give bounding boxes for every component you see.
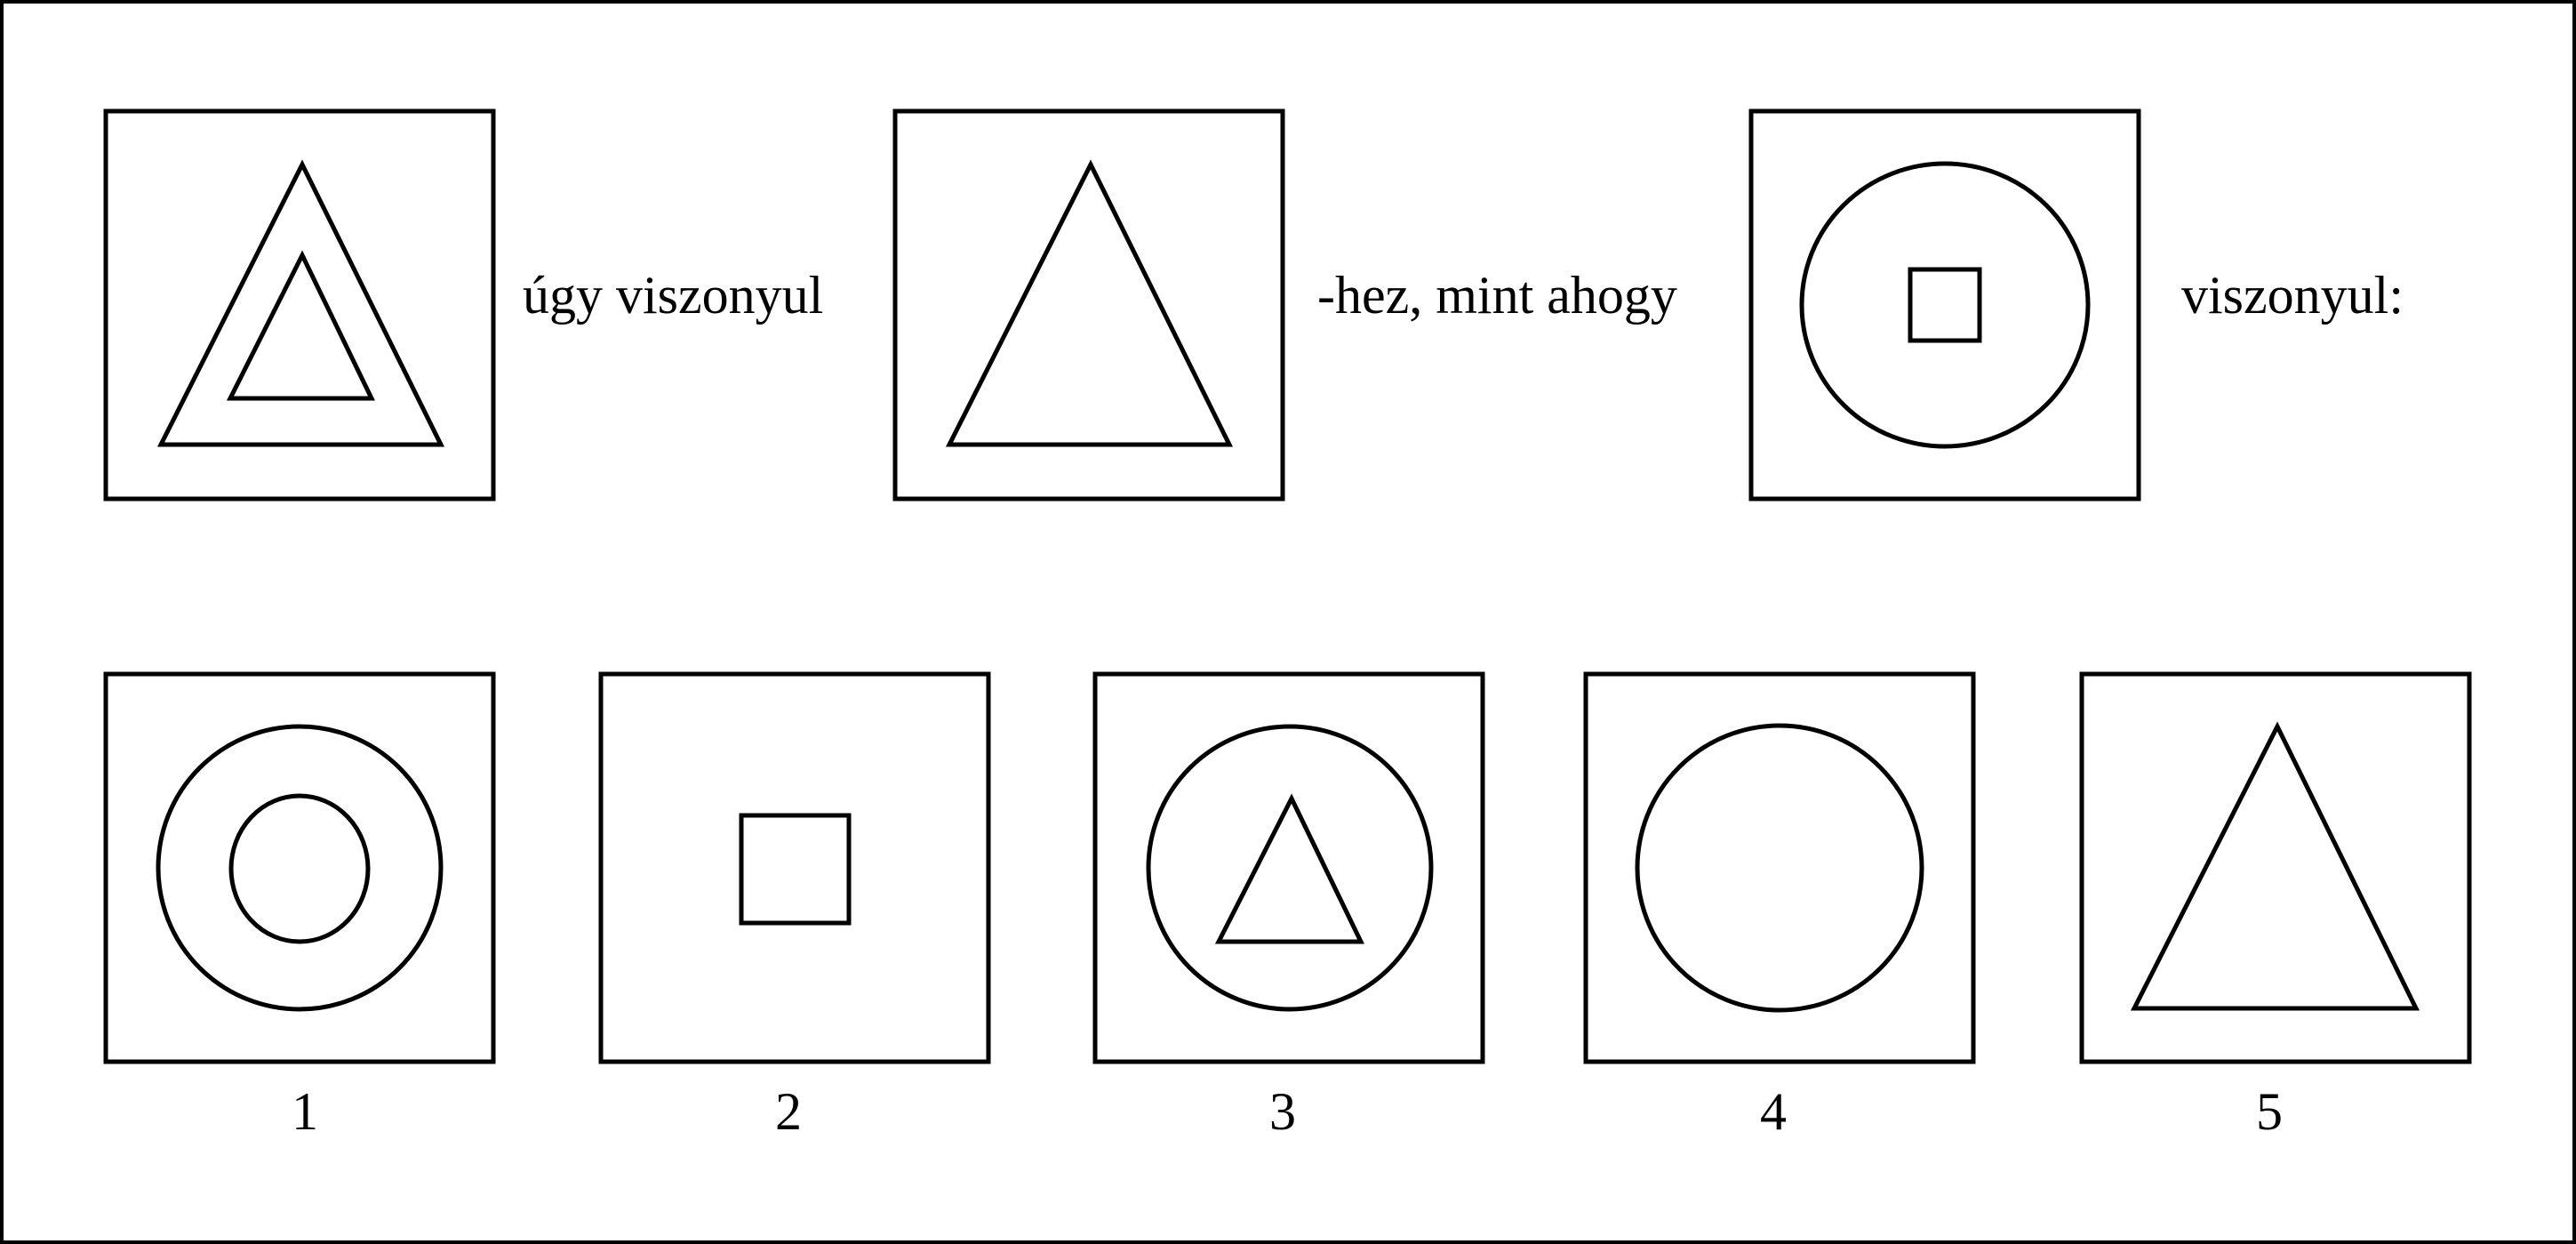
option-frame[interactable] (1092, 671, 1485, 1064)
figure-frame (103, 108, 496, 502)
question-row: úgy viszonyul -hez, mint ahogy viszonyul… (103, 108, 2404, 502)
answer-option-4[interactable]: 4 (1583, 671, 1976, 1141)
option-label-3: 3 (1269, 1082, 1296, 1141)
answer-option-5[interactable]: 5 (2079, 671, 2472, 1141)
small-square-icon (1908, 267, 1982, 343)
figure-frame (1748, 108, 2141, 502)
option-label-4: 4 (1760, 1082, 1787, 1141)
option-frame[interactable] (2079, 671, 2472, 1064)
small-triangle-icon (1214, 793, 1364, 944)
small-triangle-icon (226, 250, 375, 401)
large-triangle-icon (2130, 721, 2420, 1011)
answer-option-3[interactable]: 3 (1092, 671, 1485, 1141)
small-square-icon (739, 813, 852, 926)
phrase-hez-mint-ahogy: -hez, mint ahogy (1317, 266, 1677, 325)
question-figure-c (1748, 108, 2141, 502)
option-label-1: 1 (292, 1082, 318, 1141)
option-label-5: 5 (2256, 1082, 2283, 1141)
phrase-viszonyul: viszonyul: (2181, 266, 2404, 325)
option-frame[interactable] (1583, 671, 1976, 1064)
large-circle-icon (1799, 161, 2091, 449)
option-frame[interactable] (103, 671, 496, 1064)
large-circle-icon (1635, 723, 1924, 1013)
figure-frame (892, 108, 1285, 502)
small-circle-icon (228, 793, 371, 944)
large-triangle-icon (945, 159, 1234, 447)
answer-option-2[interactable]: 2 (598, 671, 991, 1141)
answer-row: 1 2 3 4 5 (103, 671, 2472, 1141)
large-circle-icon (1146, 724, 1434, 1012)
question-figure-b (892, 108, 1285, 502)
option-label-2: 2 (775, 1082, 802, 1141)
large-triangle-icon (156, 159, 445, 447)
large-circle-icon (156, 724, 444, 1012)
phrase-ugy-viszonyul: úgy viszonyul (523, 266, 823, 325)
option-frame[interactable] (598, 671, 991, 1064)
answer-option-1[interactable]: 1 (103, 671, 496, 1141)
question-figure-a (103, 108, 496, 502)
